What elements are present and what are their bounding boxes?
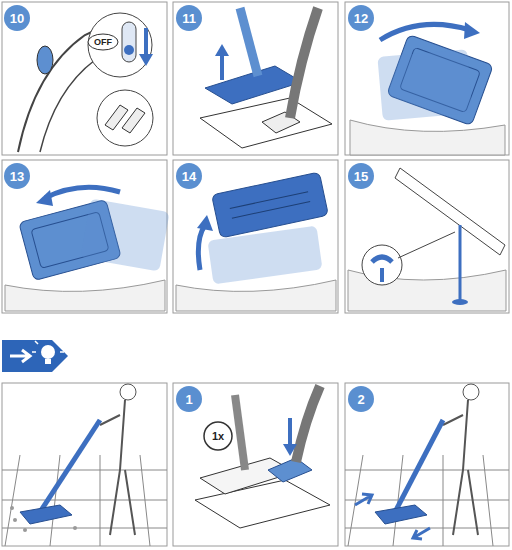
- step-number: 1: [185, 392, 192, 407]
- step-number: 15: [354, 169, 368, 184]
- step-number: 11: [182, 11, 196, 26]
- step-number: 13: [10, 169, 24, 184]
- switch-label: OFF: [94, 37, 112, 47]
- step-number: 14: [182, 169, 196, 184]
- repeat-count: 1x: [212, 430, 224, 442]
- step-number: 12: [354, 11, 368, 26]
- step-number: 10: [10, 11, 24, 26]
- step-number: 2: [357, 392, 364, 407]
